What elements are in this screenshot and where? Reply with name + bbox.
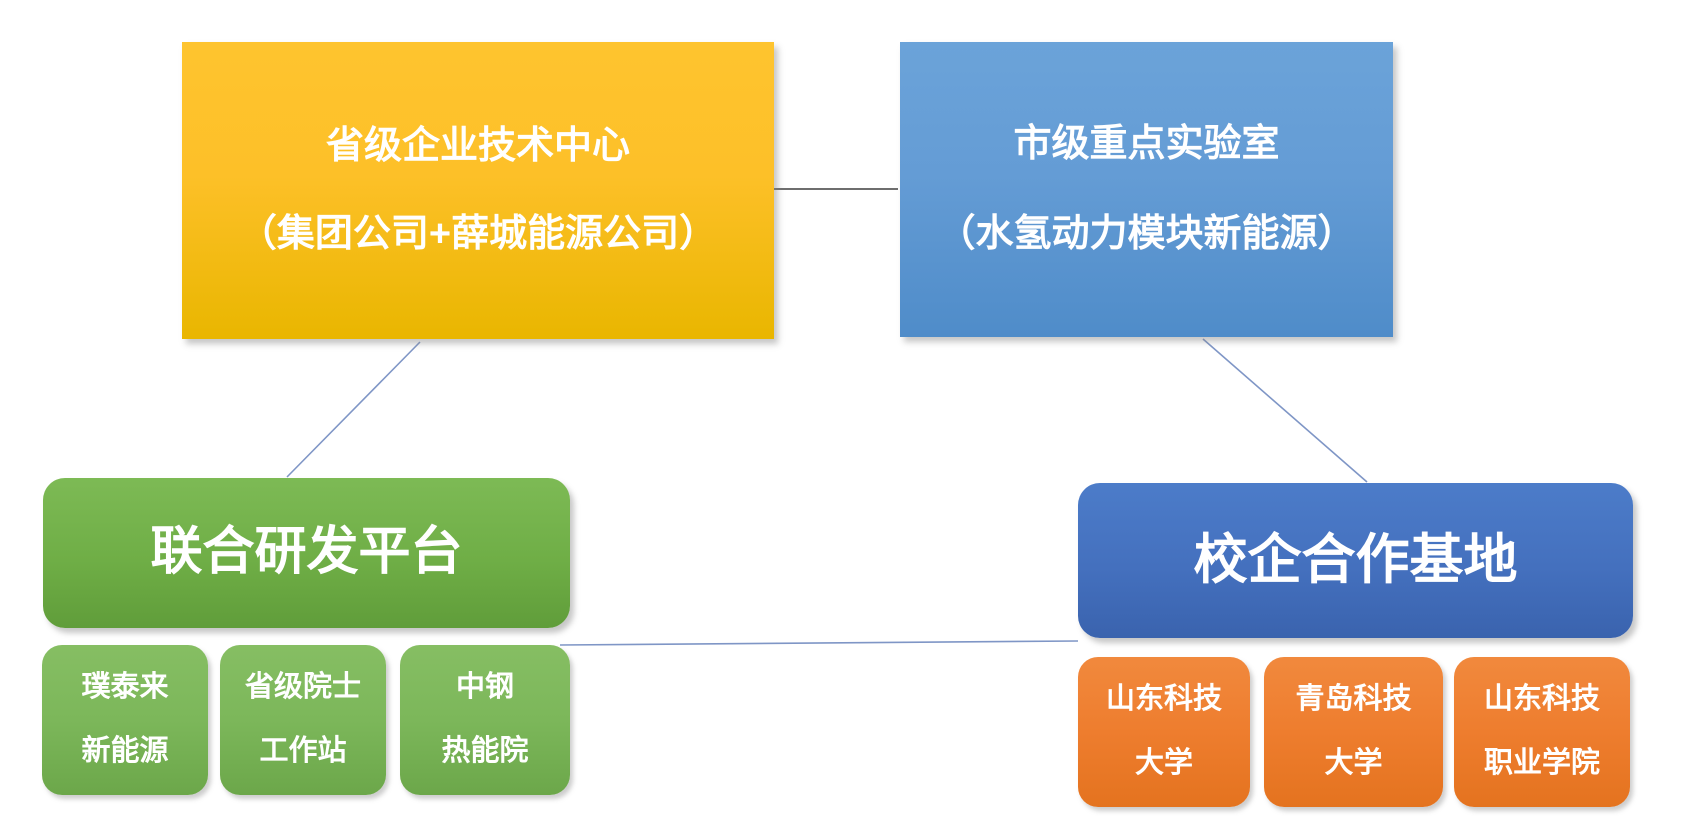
node-rd-partner-putailai: 璞泰来 新能源 — [42, 645, 208, 795]
rd-partner-label-line2: 热能院 — [441, 735, 529, 767]
municipal-key-lab-subtitle: （水氢动力模块新能源） — [937, 212, 1356, 255]
rd-partner-label-line1: 中钢 — [455, 671, 514, 704]
school-label-line2: 职业学院 — [1483, 747, 1600, 779]
municipal-key-lab-title: 市级重点实验室 — [1013, 122, 1280, 165]
provincial-tech-center-subtitle: （集团公司+薛城能源公司） — [238, 212, 718, 255]
node-school-sdust: 山东科技 大学 — [1078, 657, 1250, 807]
joint-rd-platform-label: 联合研发平台 — [150, 523, 463, 582]
connector-green-to-royal — [559, 640, 1079, 646]
connector-gold-to-green — [286, 341, 421, 478]
school-label-line1: 山东科技 — [1105, 683, 1222, 716]
connector-sky-to-royal — [1202, 338, 1368, 483]
school-label-line1: 山东科技 — [1483, 683, 1600, 716]
node-municipal-key-lab: 市级重点实验室 （水氢动力模块新能源） — [900, 42, 1393, 337]
node-provincial-tech-center: 省级企业技术中心 （集团公司+薛城能源公司） — [182, 42, 774, 339]
school-label-line1: 青岛科技 — [1295, 683, 1412, 716]
rd-partner-label-line2: 工作站 — [259, 735, 347, 767]
rd-partner-label-line1: 省级院士 — [244, 671, 361, 704]
rd-partner-label-line2: 新能源 — [81, 735, 169, 767]
provincial-tech-center-title: 省级企业技术中心 — [325, 124, 630, 167]
node-school-sd-vocational: 山东科技 职业学院 — [1454, 657, 1630, 807]
school-enterprise-base-label: 校企合作基地 — [1193, 529, 1518, 590]
node-school-qust: 青岛科技 大学 — [1264, 657, 1443, 807]
rd-partner-label-line1: 璞泰来 — [81, 671, 169, 704]
node-rd-partner-sinosteel: 中钢 热能院 — [400, 645, 570, 795]
school-label-line2: 大学 — [1324, 747, 1383, 779]
node-school-enterprise-base: 校企合作基地 — [1078, 483, 1633, 638]
school-label-line2: 大学 — [1134, 747, 1193, 779]
node-rd-partner-academician-station: 省级院士 工作站 — [220, 645, 386, 795]
node-joint-rd-platform: 联合研发平台 — [43, 478, 570, 628]
